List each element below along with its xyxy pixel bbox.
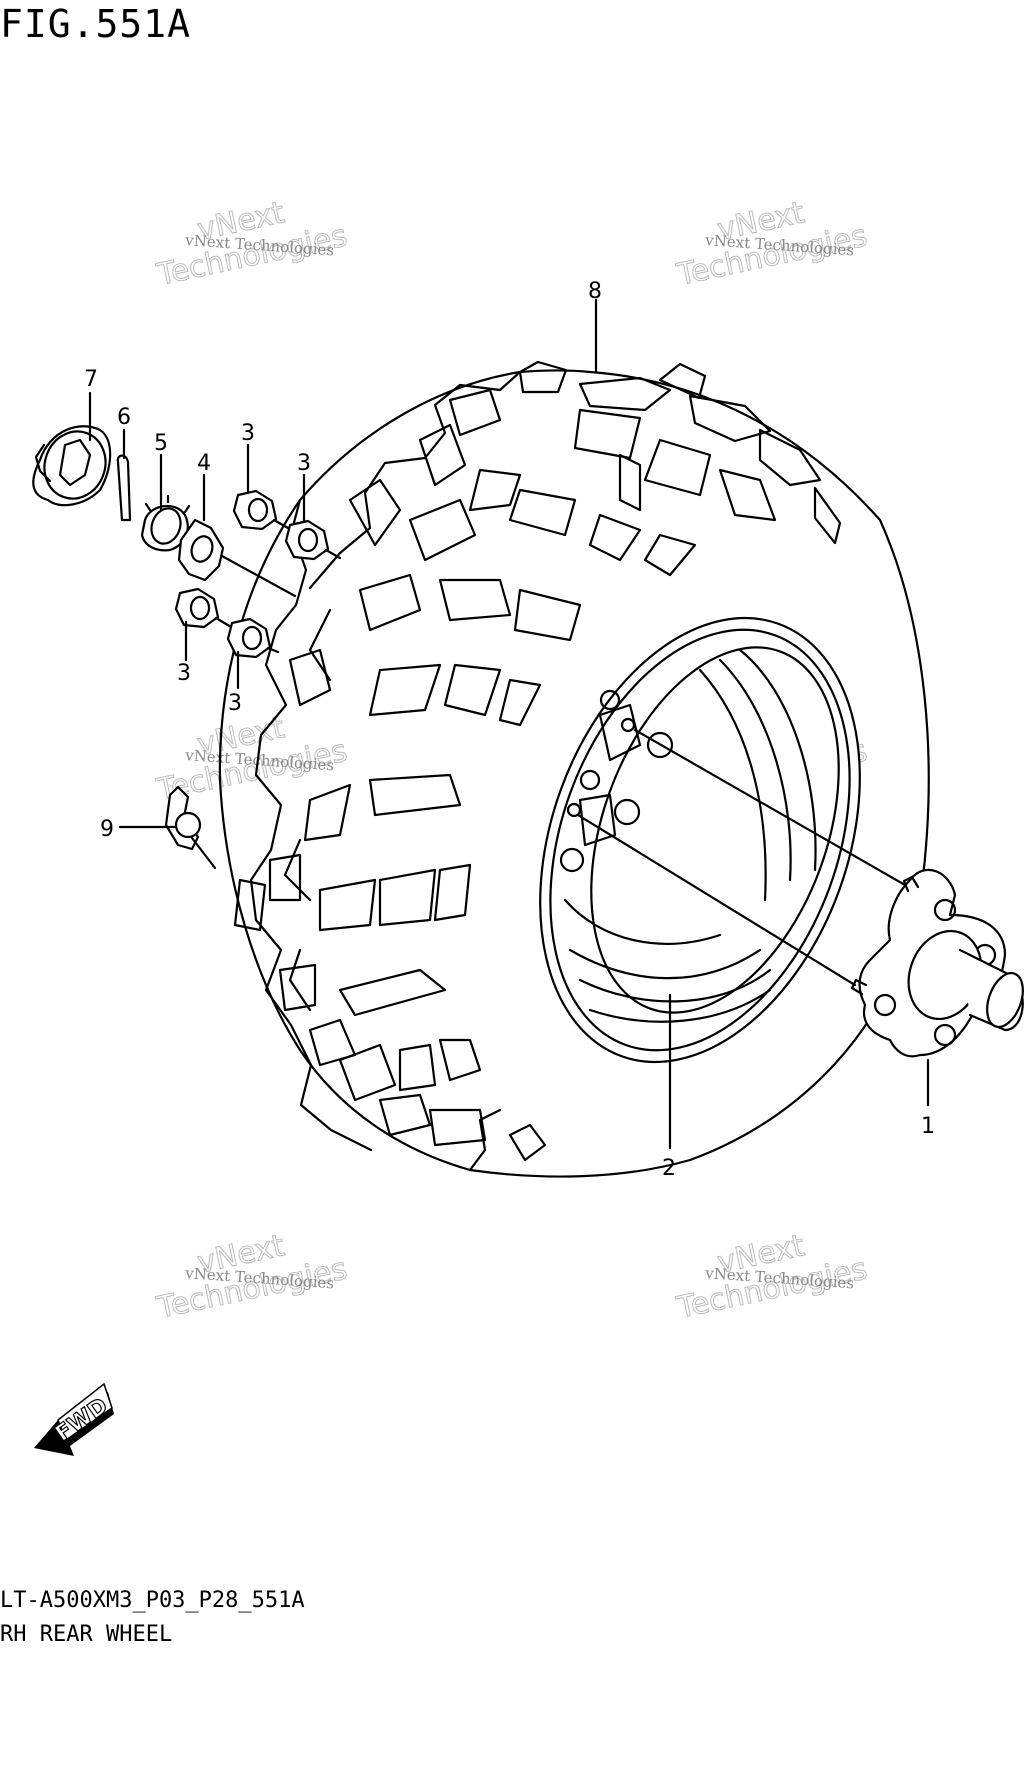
callout-castle-nut: 5 [154,431,168,456]
lug-nut-upper-right [284,519,342,561]
valve [164,785,217,870]
callout-tire: 8 [588,279,602,304]
figure-title: FIG.551A [0,2,192,46]
wheel-hub [850,868,1024,1058]
callout-nut-d: 3 [228,691,242,716]
diagram-name: RH REAR WHEEL [0,1622,173,1647]
cotter-pin [116,454,132,522]
model-code: LT-A500XM3_P03_P28_551A [0,1588,305,1613]
callout-rim: 2 [662,1156,676,1181]
fwd-arrow-icon: FWD [34,1382,114,1456]
callout-nut-b: 3 [297,451,311,476]
callout-nut-a: 3 [241,421,255,446]
callout-washer: 4 [197,451,211,476]
tire [218,360,930,1178]
stud-guide-line-upper [633,728,907,887]
callout-cap: 7 [84,367,98,392]
washer [177,518,297,598]
tire-tread-lugs [233,360,842,1162]
callout-nut-c: 3 [177,661,191,686]
wheel-cap [32,425,112,507]
callout-cotter-pin: 6 [117,405,131,430]
watermark-bottom-right: Technologies vNext vNext Technologies [673,1228,871,1327]
watermark-top-right: Technologies vNext vNext Technologies [673,195,871,294]
lug-nut-upper-left [232,489,297,534]
callout-hub: 1 [921,1114,935,1139]
stud-guide-line-lower [576,813,857,987]
watermark-top-left: Technologies vNext vNext Technologies [153,195,351,294]
callout-valve: 9 [100,817,114,842]
watermark-bottom-left: Technologies vNext vNext Technologies [153,1228,351,1327]
rim [539,616,861,1064]
lug-nut-lower-right [226,617,280,659]
